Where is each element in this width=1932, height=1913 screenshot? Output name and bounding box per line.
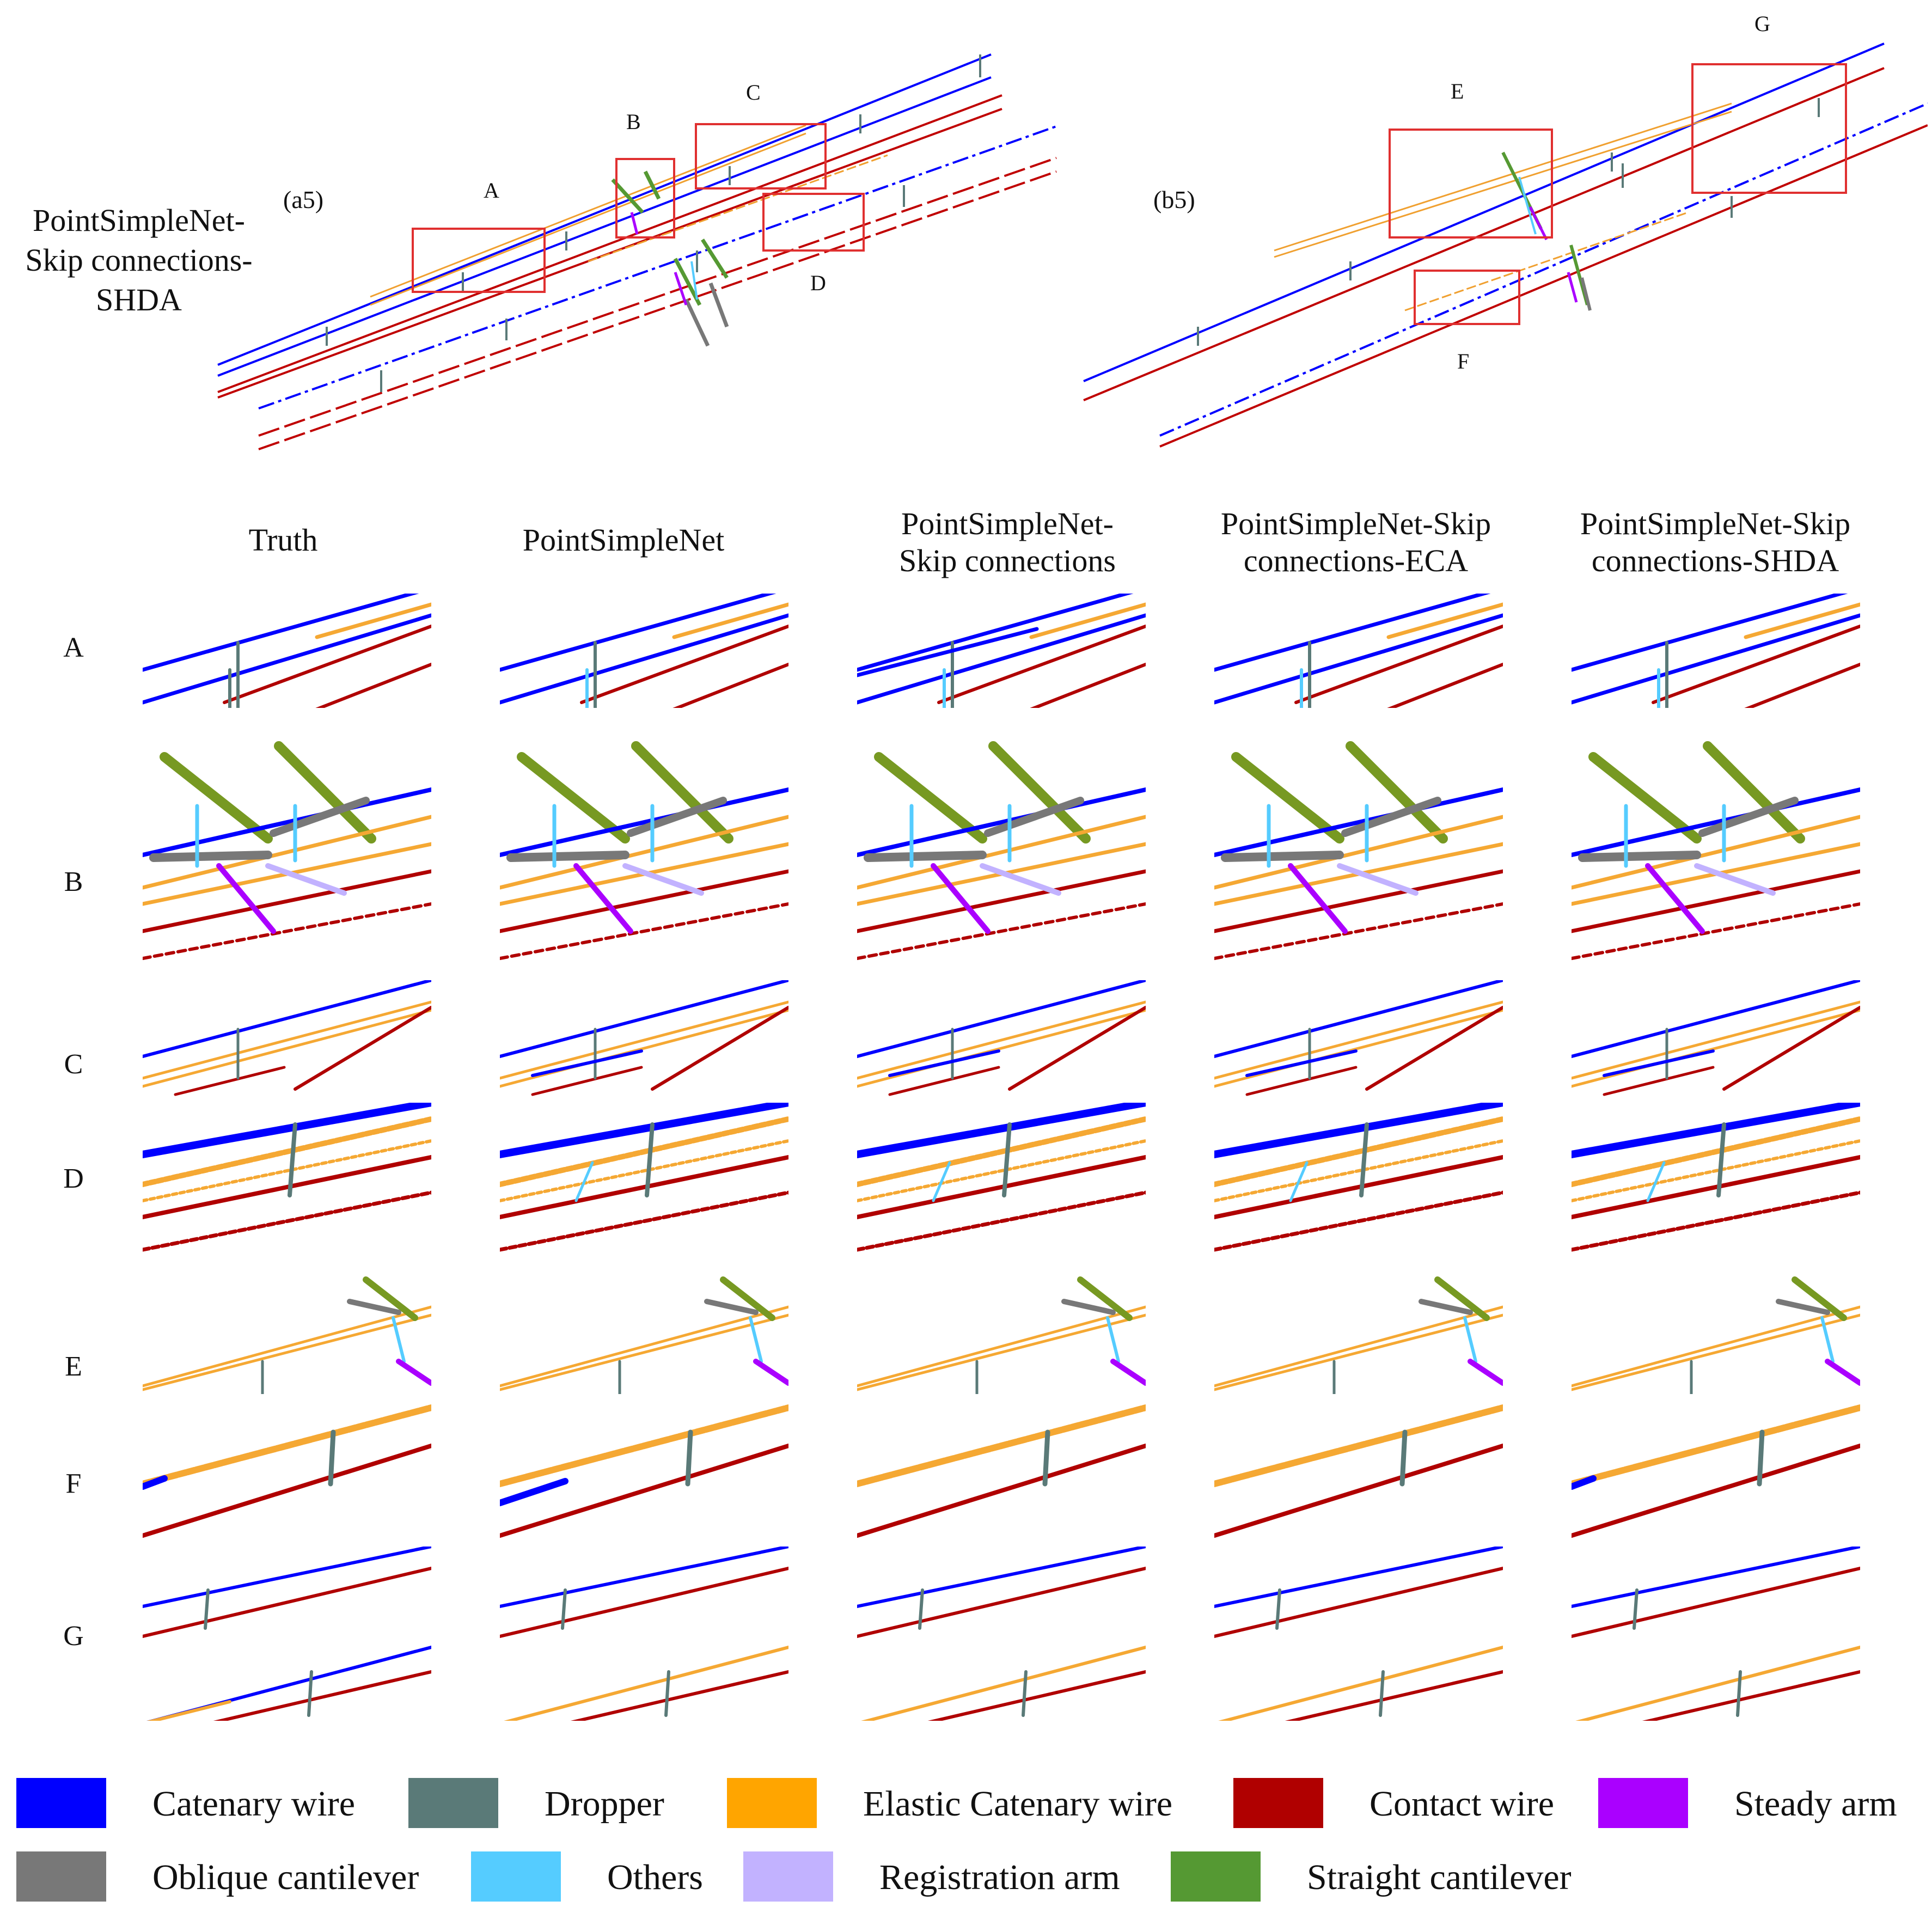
legend-label-catenary-wire: Catenary wire bbox=[152, 1784, 355, 1824]
legend-label-contact-wire: Contact wire bbox=[1369, 1784, 1555, 1824]
thumbnail-d-col4 bbox=[1214, 1103, 1503, 1261]
legend-item-contact-wire: Contact wire bbox=[1233, 1778, 1582, 1830]
thumbnail-f-col3 bbox=[857, 1402, 1146, 1538]
thumbnail-c-col1 bbox=[143, 980, 431, 1097]
thumbnail-e-col5 bbox=[1572, 1269, 1860, 1394]
legend-swatch-straight-cantilever bbox=[1171, 1851, 1261, 1902]
thumbnail-a-col5 bbox=[1572, 594, 1860, 708]
legend-swatch-dropper bbox=[408, 1778, 498, 1828]
legend-label-dropper: Dropper bbox=[545, 1784, 664, 1824]
thumbnail-b-col5 bbox=[1572, 724, 1860, 964]
overview-point-cloud-a5 bbox=[207, 44, 1078, 457]
column-header-skip: PointSimpleNet- Skip connections bbox=[899, 506, 1116, 578]
legend-swatch-registration-arm bbox=[743, 1851, 833, 1902]
legend-label-straight-cantilever: Straight cantilever bbox=[1307, 1857, 1572, 1897]
thumbnail-g-col3 bbox=[857, 1547, 1146, 1721]
thumbnail-c-col3 bbox=[857, 980, 1146, 1097]
thumbnail-f-col2 bbox=[500, 1402, 788, 1538]
legend-item-dropper: Dropper bbox=[408, 1778, 724, 1830]
thumbnail-g-col4 bbox=[1214, 1547, 1503, 1721]
legend-label-steady-arm: Steady arm bbox=[1734, 1784, 1897, 1824]
column-header-pointsimplenet: PointSimpleNet bbox=[522, 522, 725, 558]
thumbnail-e-col2 bbox=[500, 1269, 788, 1394]
region-label-a: A bbox=[484, 178, 499, 203]
legend-item-catenary-wire: Catenary wire bbox=[16, 1778, 387, 1830]
thumbnail-b-col4 bbox=[1214, 724, 1503, 964]
column-header-shda: PointSimpleNet-Skip connections-SHDA bbox=[1580, 506, 1851, 578]
legend-item-straight-cantilever: Straight cantilever bbox=[1171, 1851, 1606, 1903]
legend-label-elastic-catenary-wire: Elastic Catenary wire bbox=[863, 1784, 1173, 1824]
thumbnail-c-col5 bbox=[1572, 980, 1860, 1097]
legend-swatch-oblique-cantilever bbox=[16, 1851, 106, 1902]
region-label-d: D bbox=[810, 271, 826, 295]
legend-swatch-steady-arm bbox=[1598, 1778, 1688, 1828]
column-header-truth: Truth bbox=[248, 522, 318, 558]
thumbnail-e-col1 bbox=[143, 1269, 431, 1394]
row-header-a: A bbox=[63, 632, 84, 663]
row-header-c: C bbox=[64, 1049, 83, 1080]
thumbnail-c-col4 bbox=[1214, 980, 1503, 1097]
legend-swatch-catenary-wire bbox=[16, 1778, 106, 1828]
thumbnail-a-col3 bbox=[857, 594, 1146, 708]
thumbnail-c-col2 bbox=[500, 980, 788, 1097]
legend-swatch-elastic-catenary-wire bbox=[727, 1778, 817, 1828]
row-header-g: G bbox=[63, 1621, 84, 1652]
thumbnail-g-col2 bbox=[500, 1547, 788, 1721]
thumbnail-d-col5 bbox=[1572, 1103, 1860, 1261]
overview-method-title: PointSimpleNet- Skip connections- SHDA bbox=[25, 203, 253, 317]
row-header-b: B bbox=[64, 866, 83, 897]
legend-label-others: Others bbox=[607, 1857, 703, 1897]
region-label-c: C bbox=[746, 80, 761, 105]
thumbnail-a-col1 bbox=[143, 594, 431, 708]
thumbnail-f-col1 bbox=[143, 1402, 431, 1538]
column-header-eca: PointSimpleNet-Skip connections-ECA bbox=[1220, 506, 1491, 578]
row-header-e: E bbox=[65, 1351, 82, 1382]
legend-label-registration-arm: Registration arm bbox=[879, 1857, 1120, 1897]
region-label-f: F bbox=[1457, 349, 1470, 374]
region-label-e: E bbox=[1451, 79, 1464, 103]
legend-item-elastic-catenary-wire: Elastic Catenary wire bbox=[727, 1778, 1217, 1830]
region-label-b: B bbox=[626, 109, 641, 134]
thumbnail-e-col3 bbox=[857, 1269, 1146, 1394]
region-label-g: G bbox=[1754, 11, 1770, 36]
thumbnail-a-col2 bbox=[500, 594, 788, 708]
thumbnail-f-col5 bbox=[1572, 1402, 1860, 1538]
thumbnail-d-col2 bbox=[500, 1103, 788, 1261]
thumbnail-g-col1 bbox=[143, 1547, 431, 1721]
legend-item-steady-arm: Steady arm bbox=[1598, 1778, 1925, 1830]
overview-point-cloud-b5 bbox=[1078, 33, 1928, 457]
thumbnail-d-col1 bbox=[143, 1103, 431, 1261]
thumbnail-b-col3 bbox=[857, 724, 1146, 964]
thumbnail-b-col2 bbox=[500, 724, 788, 964]
legend-label-oblique-cantilever: Oblique cantilever bbox=[152, 1857, 419, 1897]
legend-item-registration-arm: Registration arm bbox=[743, 1851, 1157, 1903]
thumbnail-g-col5 bbox=[1572, 1547, 1860, 1721]
thumbnail-e-col4 bbox=[1214, 1269, 1503, 1394]
thumbnail-b-col1 bbox=[143, 724, 431, 964]
panel-tag-a5: (a5) bbox=[283, 186, 324, 213]
legend-item-oblique-cantilever: Oblique cantilever bbox=[16, 1851, 463, 1903]
panel-tag-b5: (b5) bbox=[1153, 186, 1195, 213]
row-header-d: D bbox=[63, 1163, 84, 1194]
thumbnail-f-col4 bbox=[1214, 1402, 1503, 1538]
legend-item-others: Others bbox=[471, 1851, 754, 1903]
legend-swatch-others bbox=[471, 1851, 561, 1902]
thumbnail-d-col3 bbox=[857, 1103, 1146, 1261]
legend-swatch-contact-wire bbox=[1233, 1778, 1323, 1828]
thumbnail-a-col4 bbox=[1214, 594, 1503, 708]
row-header-f: F bbox=[65, 1468, 82, 1499]
